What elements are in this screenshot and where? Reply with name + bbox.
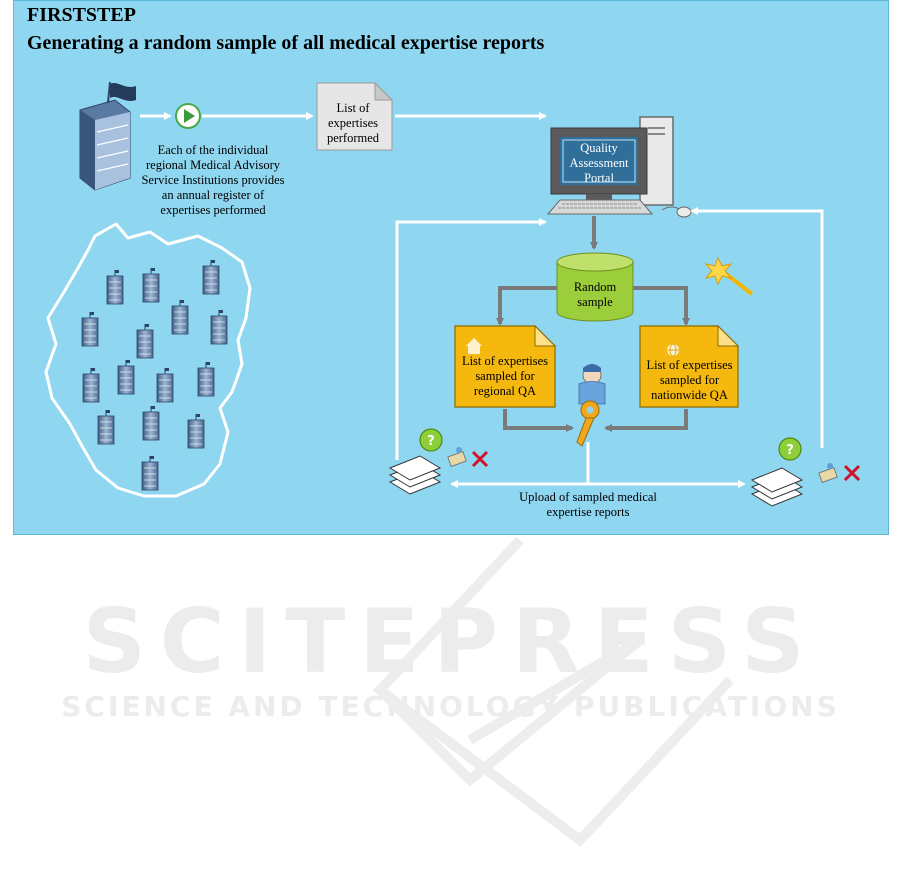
reports-stack-right-icon	[750, 467, 804, 507]
globe-icon	[667, 343, 679, 357]
approval-hand-right-icon	[818, 463, 838, 483]
upload-label: Upload of sampled medical expertise repo…	[519, 490, 657, 519]
institutions-description: Each of the individual regional Medical …	[141, 143, 285, 217]
reports-stack-left-icon	[388, 455, 442, 495]
expertise-list-label: List of expertises performed	[326, 101, 380, 145]
random-sample-database-icon	[556, 252, 634, 322]
question-right-icon: ?	[778, 437, 802, 461]
approval-hand-left-icon	[447, 447, 467, 467]
nationwide-qa-document-icon	[639, 324, 740, 408]
play-icon	[175, 103, 201, 129]
expertise-list-document-icon	[316, 81, 394, 151]
watermark-logo-text: SCITEPRESS	[82, 590, 819, 693]
user-with-key-icon	[576, 364, 606, 447]
random-sample-label: Random sample	[573, 280, 617, 309]
diagram-heading: Generating a random sample of all medica…	[27, 32, 545, 54]
step-title: FIRSTSTEP	[27, 4, 136, 26]
process-diagram: ? ?	[44, 81, 861, 507]
nationwide-qa-label: List of expertises sampled for nationwid…	[646, 358, 733, 402]
regional-qa-label: List of expertises sampled for regional …	[461, 354, 549, 398]
magic-wand-icon	[704, 256, 754, 296]
question-left-icon: ?	[419, 428, 443, 452]
diagram-panel	[13, 0, 889, 535]
regional-qa-document-icon	[454, 324, 557, 408]
svg-text:?: ?	[427, 434, 435, 449]
house-icon	[466, 338, 482, 354]
computer-icon	[546, 116, 692, 218]
reject-left-icon	[471, 450, 489, 468]
germany-map-outline	[44, 222, 252, 498]
watermark-tagline: SCIENCE AND TECHNOLOGY PUBLICATIONS	[61, 690, 840, 723]
institution-building-icon	[79, 81, 136, 191]
svg-text:?: ?	[786, 443, 794, 458]
portal-label: Quality Assessment Portal	[569, 141, 629, 185]
reject-right-icon	[843, 464, 861, 482]
